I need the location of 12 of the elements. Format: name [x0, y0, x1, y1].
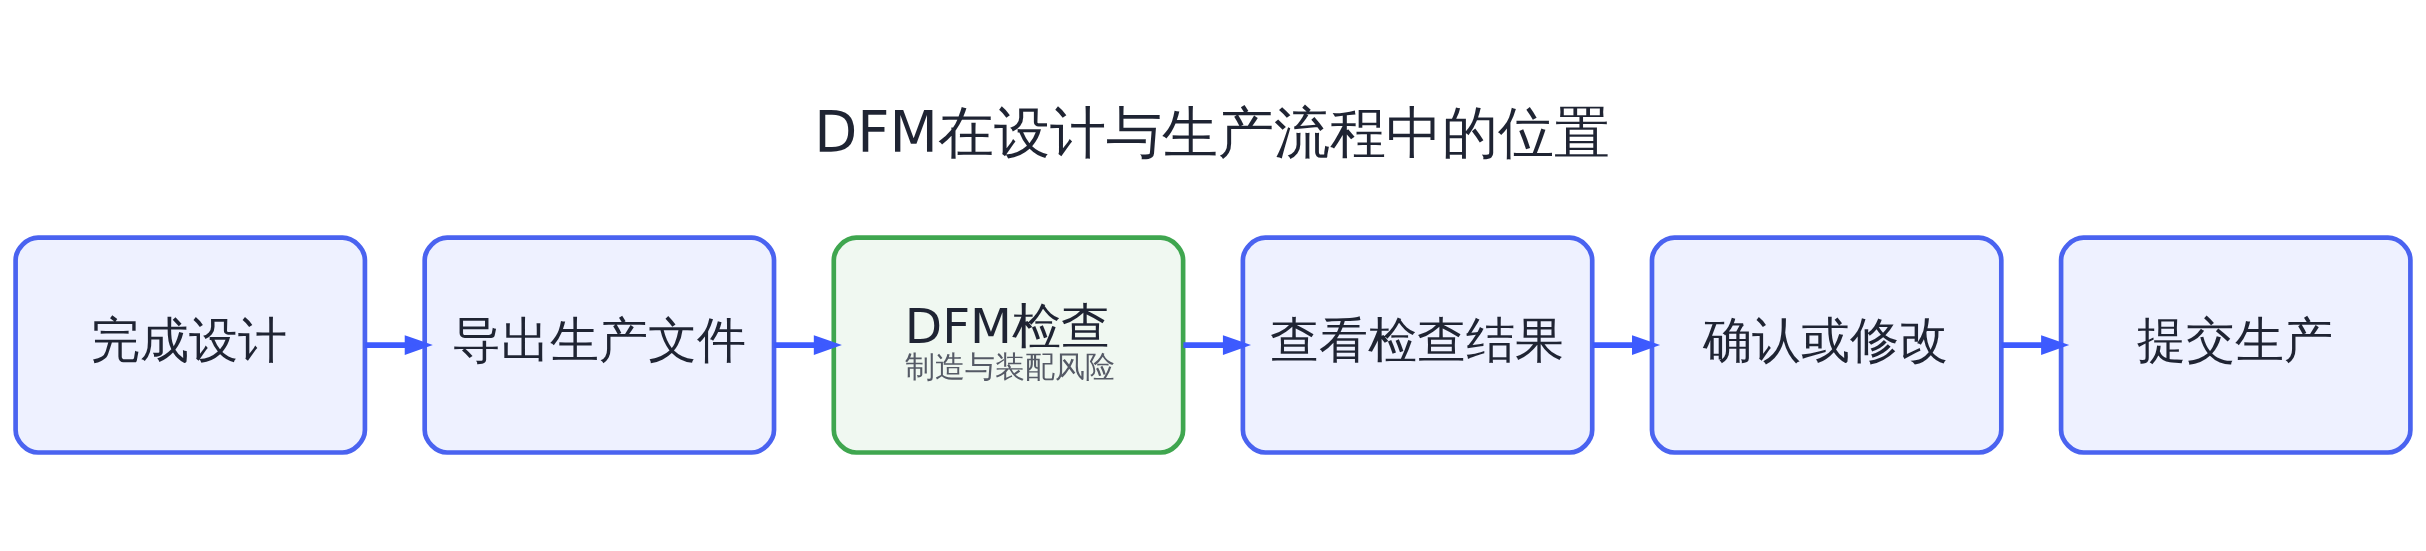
arrow — [365, 334, 433, 355]
node-box: DFM检查 制造与装配风险 — [831, 234, 1186, 455]
arrow — [1592, 334, 1661, 355]
node-box: 完成设计 — [13, 234, 368, 455]
arrow — [774, 334, 842, 355]
arrow — [2001, 334, 2070, 355]
diagram-title: DFM在设计与生产流程中的位置 — [814, 99, 1610, 165]
arrow — [1183, 334, 1251, 355]
node-box: 查看检查结果 — [1240, 234, 1595, 455]
node-box: 导出生产文件 — [422, 234, 777, 455]
node-box: 确认或修改 — [1649, 234, 2004, 455]
node-box: 提交生产 — [2058, 234, 2413, 455]
